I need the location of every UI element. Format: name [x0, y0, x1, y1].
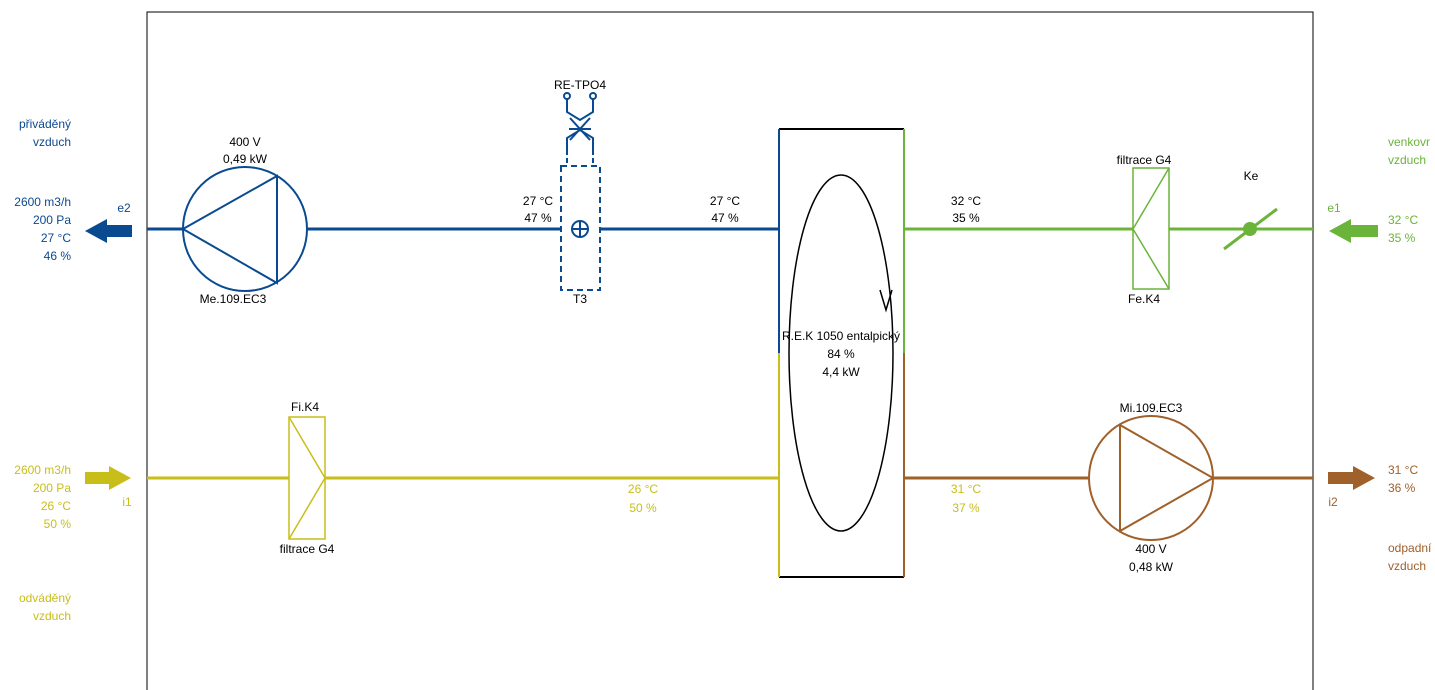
exhaust-name-line2: vzduch: [1388, 559, 1426, 573]
supply-name-line2: vzduch: [33, 135, 71, 149]
supply-pressure: 200 Pa: [33, 213, 71, 227]
exhaust-outside-rh: 36 %: [1388, 481, 1416, 495]
heater-t3[interactable]: [560, 165, 601, 291]
heating-valve[interactable]: [563, 92, 597, 166]
recuperator-power: 4,4 kW: [822, 365, 860, 379]
supply-temp-after-heater: 27 °C: [523, 194, 553, 208]
extract-pressure: 200 Pa: [33, 481, 71, 495]
exhaust-fan-icon: [1088, 415, 1214, 541]
supply-airflow: 2600 m3/h: [14, 195, 71, 209]
rotor-icon: [788, 174, 894, 532]
supply-fan-name: Me.109.EC3: [200, 292, 267, 306]
supply-humidity: 46 %: [44, 249, 72, 263]
extract-temp: 26 °C: [628, 482, 658, 496]
exhaust-outside-temp: 31 °C: [1388, 463, 1418, 477]
fresh-rh: 35 %: [952, 211, 980, 225]
extract-temperature: 26 °C: [41, 499, 71, 513]
supply-fan-icon: [182, 166, 308, 292]
supply-temperature: 27 °C: [41, 231, 71, 245]
supply-air-arrow: [85, 219, 132, 243]
supply-rh-after-recuperator: 47 %: [711, 211, 739, 225]
extract-air-filter[interactable]: [288, 416, 326, 540]
fresh-air-damper[interactable]: [1223, 207, 1278, 251]
exhaust-air-arrow: [1328, 466, 1375, 490]
heater-label: T3: [573, 292, 587, 306]
fresh-filter-name: Fe.K4: [1128, 292, 1160, 306]
exhaust-fan-voltage: 400 V: [1135, 542, 1166, 556]
exhaust-rh: 37 %: [952, 501, 980, 515]
extract-rh: 50 %: [629, 501, 657, 515]
fresh-outside-temp: 32 °C: [1388, 213, 1418, 227]
exhaust-fan-name: Mi.109.EC3: [1120, 401, 1183, 415]
fresh-filter-class: filtrace G4: [1117, 153, 1172, 167]
exhaust-port-label: i2: [1328, 495, 1338, 509]
damper-label: Ke: [1244, 169, 1259, 183]
supply-name-line1: přiváděný: [19, 117, 71, 131]
recuperator-name: R.E.K 1050 entalpický: [782, 329, 900, 343]
unit-casing: [146, 11, 1314, 690]
extract-port-label: i1: [122, 495, 132, 509]
extract-filter-name: Fi.K4: [291, 400, 319, 414]
exhaust-temp: 31 °C: [951, 482, 981, 496]
supply-fan-voltage: 400 V: [229, 135, 260, 149]
supply-fan[interactable]: [180, 166, 308, 292]
supply-port-label: e2: [117, 201, 131, 215]
fresh-air-filter[interactable]: [1132, 167, 1170, 290]
valve-label: RE-TPO4: [554, 78, 606, 92]
extract-name-line2: vzduch: [33, 609, 71, 623]
rotary-recuperator[interactable]: [778, 128, 905, 578]
extract-airflow: 2600 m3/h: [14, 463, 71, 477]
fresh-name-line2: vzduch: [1388, 153, 1426, 167]
fresh-outside-rh: 35 %: [1388, 231, 1416, 245]
supply-temp-after-recuperator: 27 °C: [710, 194, 740, 208]
extract-filter-class: filtrace G4: [280, 542, 335, 556]
fresh-name-line1: venkovr: [1388, 135, 1430, 149]
extract-humidity: 50 %: [44, 517, 72, 531]
recuperator-efficiency: 84 %: [827, 347, 855, 361]
exhaust-fan[interactable]: [1088, 415, 1216, 541]
extract-name-line1: odváděný: [19, 591, 71, 605]
fresh-air-arrow: [1329, 219, 1378, 243]
exhaust-name-line1: odpadní: [1388, 541, 1432, 555]
supply-fan-power: 0,49 kW: [223, 152, 268, 166]
exhaust-fan-power: 0,48 kW: [1129, 560, 1174, 574]
fresh-temp: 32 °C: [951, 194, 981, 208]
supply-rh-after-heater: 47 %: [524, 211, 552, 225]
extract-air-arrow: [85, 466, 131, 490]
fresh-port-label: e1: [1327, 201, 1341, 215]
